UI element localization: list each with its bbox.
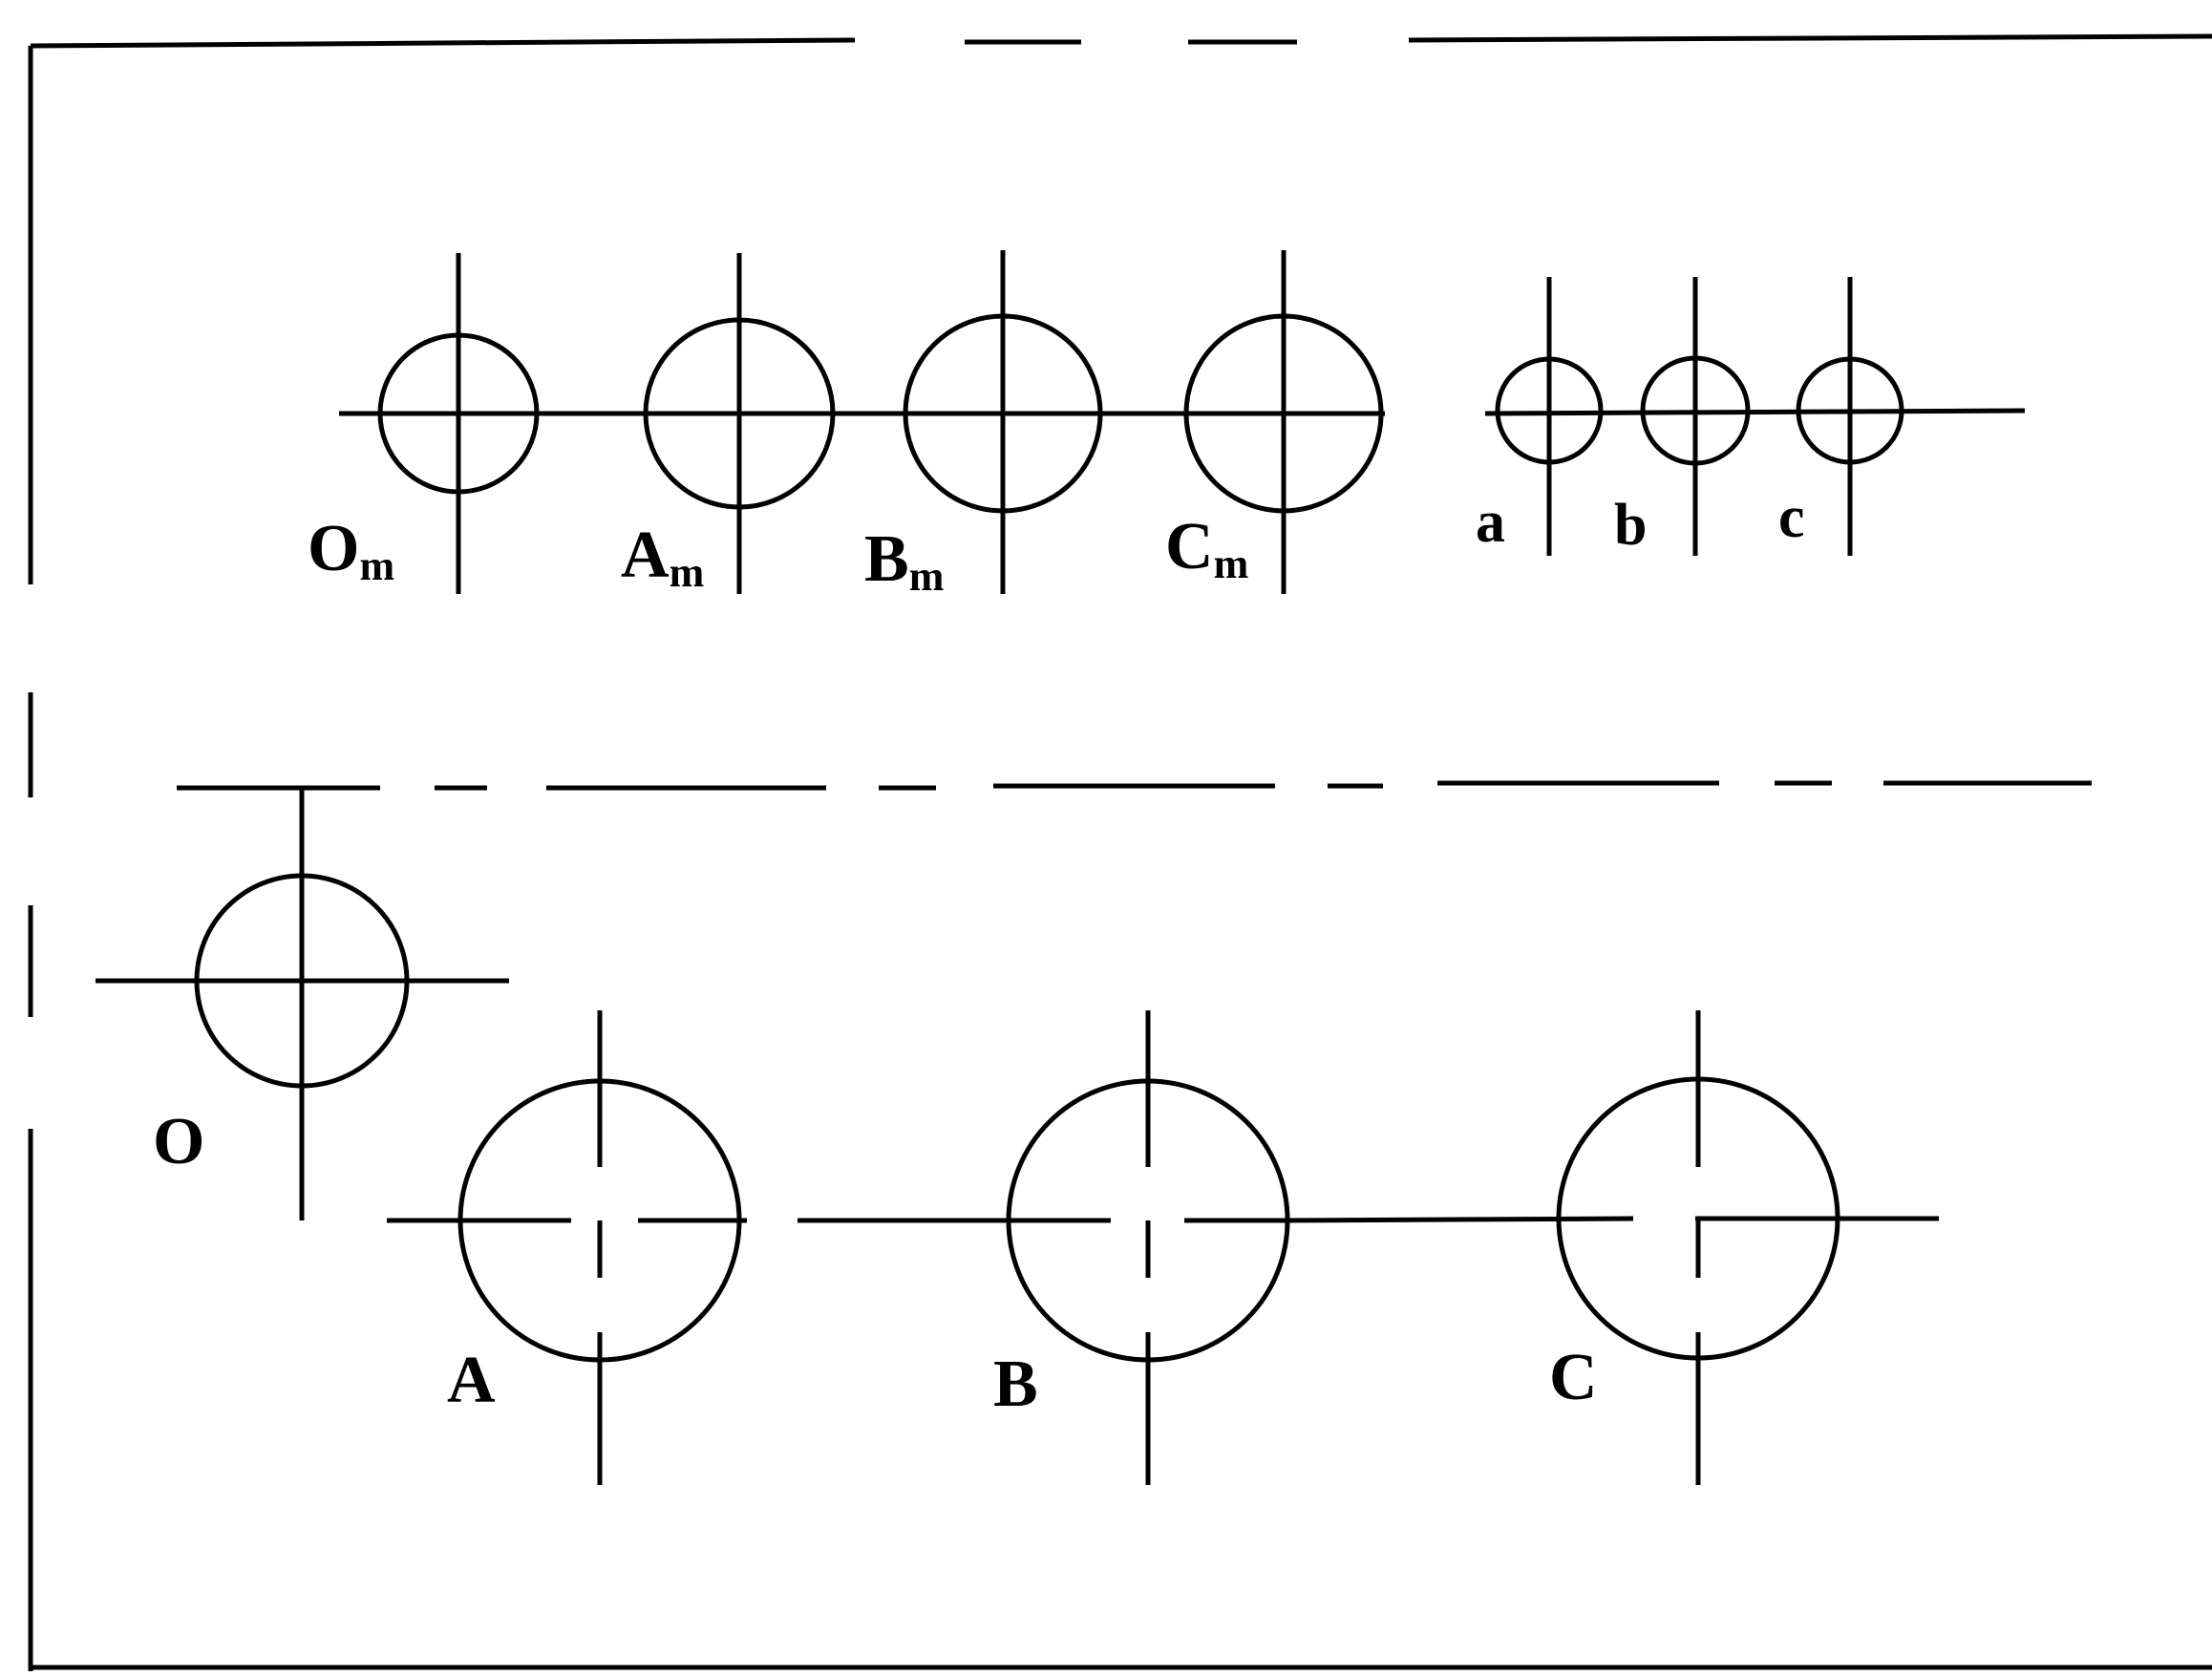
circle-cm [1183,250,1384,594]
circle-c-large [1556,1010,1840,1485]
label-c-large: C [1549,1341,1598,1414]
label-cm: Cm [1165,510,1248,587]
circle-am [643,253,836,594]
label-b: b [1614,493,1647,558]
outer-frame [28,33,2212,1671]
bottom-row [96,789,1939,1485]
label-b-large: B [993,1347,1038,1421]
bottom-axis-line [1282,1216,1634,1223]
circle-c-small [1796,277,1904,556]
bottom-row-labels: O A B C [153,1105,1598,1421]
label-bm: Bm [864,522,944,600]
label-a: a [1476,490,1505,555]
label-o: O [153,1105,204,1178]
top-row-labels: Om Am Bm Cm a b c [308,485,1805,600]
circle-a-large [457,1010,742,1485]
circle-bm [903,250,1103,594]
top-row [339,250,2026,594]
circle-a-small [1495,277,1604,556]
frame-top-dash [1408,33,2212,43]
label-a-large: A [447,1344,496,1417]
middle-dashed-line [177,780,2092,791]
label-am: Am [621,519,704,596]
circle-om [377,253,540,594]
frame-top-dash [30,37,856,49]
circle-b-large [1006,1010,1290,1485]
label-om: Om [308,512,394,589]
circle-b-small [1640,277,1751,556]
label-c: c [1778,485,1805,550]
circle-o [96,789,509,1220]
top-axis-line [1484,408,2026,416]
